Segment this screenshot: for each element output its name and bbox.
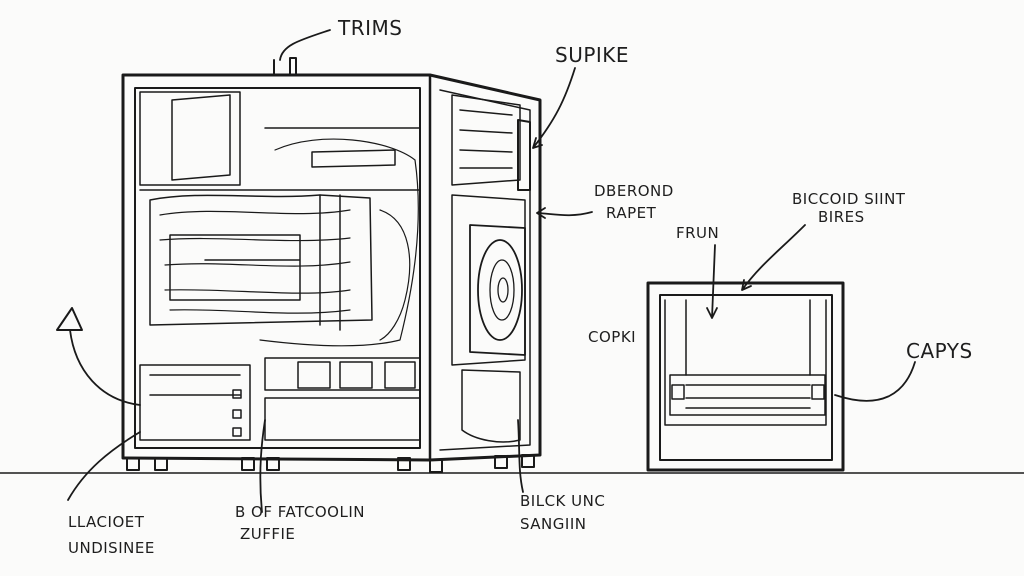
case-feet [126,454,535,473]
label-dberond-line2: RAPET [606,204,657,222]
label-dberond-line1: DBEROND [594,182,674,200]
label-fatcoolin-line2: ZUFFIE [240,525,295,543]
label-capys: CAPYS [906,339,973,363]
label-copki: COPKI [588,328,636,346]
label-bilck-line1: BILCK UNC [520,492,605,510]
label-llacioet-line1: LLACIOET [68,513,145,531]
label-frun: FRUN [676,224,719,242]
label-supike: SUPIKE [555,43,629,67]
case-fan [469,224,526,356]
label-fatcoolin-line1: B OF FATCOOLIN [235,503,365,521]
label-biccoid-line1: BICCOID SIINT [792,190,906,208]
small-enclosure [646,281,845,472]
pc-case [121,57,542,473]
label-llacioet-line2: UNDISINEE [68,539,155,557]
label-biccoid-line2: BIRES [818,208,865,226]
label-bilck-line2: SANGIIN [520,515,586,533]
label-trims: TRIMS [337,16,402,40]
leader-lines [56,29,916,513]
